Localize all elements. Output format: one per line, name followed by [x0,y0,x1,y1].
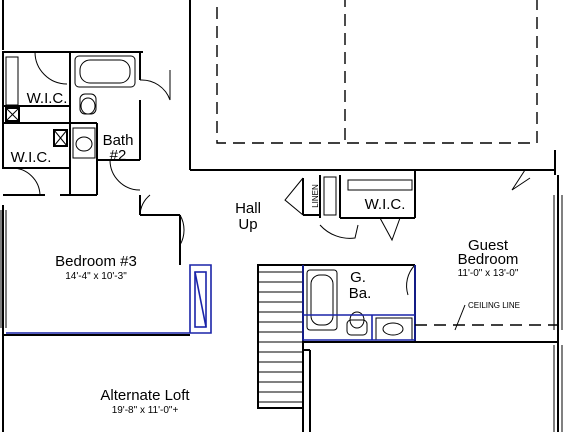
sink-counter [72,127,96,159]
walls [0,0,563,432]
alternate-loft-dim: 19'-8" x 11'-0"+ [112,405,179,416]
bath2-fixtures [72,55,136,159]
linen-label: LINEN [311,184,320,208]
ceiling-line-leader [454,304,466,331]
bedroom3-name: Bedroom #3 [55,253,137,270]
guest-vanity [375,317,413,341]
bath2-label-line1: Bath [103,132,134,149]
guest-bathtub [306,269,338,331]
guest-bath-line2: Ba. [349,285,372,302]
bathtub [74,55,136,88]
alternate-outline [6,264,416,341]
wic-top-label: W.I.C. [27,90,68,107]
guest-toilet [346,319,368,336]
doors [11,51,531,296]
staircase [257,264,304,409]
guest-bedroom-dim: 11'-0" x 13'-0" [458,268,519,279]
bedroom3-dim: 14'-4" x 10'-3" [65,271,127,282]
wic-left-label: W.I.C. [11,149,52,166]
ceiling-line-label: CEILING LINE [468,301,520,310]
open-to-below-dashed-outline [216,0,538,144]
alternate-loft-name: Alternate Loft [100,387,190,404]
guest-sink [382,322,404,336]
wall-posts [5,107,68,147]
wic-right-label: W.I.C. [365,196,406,213]
guest-bath-line1: G. [350,269,366,286]
hall-label-line2: Up [238,216,257,233]
hall-label-line1: Hall [235,200,261,217]
bath2-label-line2: #2 [110,147,127,164]
guest-bedroom-line2: Bedroom [458,251,519,268]
sink [75,136,93,152]
guest-bedroom-line1: Guest [468,237,509,254]
